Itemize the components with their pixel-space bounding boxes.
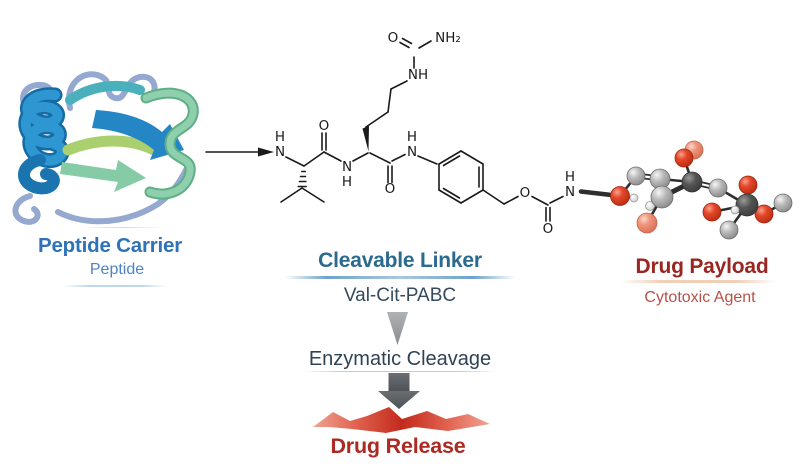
payload-underline xyxy=(620,280,777,283)
enzymatic-cleavage-label: Enzymatic Cleavage xyxy=(308,348,492,370)
atom-label: N xyxy=(565,184,575,200)
beta-strand-arrow xyxy=(60,160,146,192)
atom-label: O xyxy=(319,118,330,134)
loop-ribbon xyxy=(55,165,190,225)
beta-strand-arrow xyxy=(92,110,184,160)
linker-underline xyxy=(285,276,515,279)
divider-line xyxy=(80,227,165,228)
atom-label: O xyxy=(543,221,554,237)
atom-label: NH₂ xyxy=(435,30,461,46)
helix-ribbon xyxy=(18,154,60,195)
bold-wedge-bond xyxy=(362,126,369,152)
drug-payload-subtitle: Cytotoxic Agent xyxy=(644,289,756,306)
divider-line xyxy=(302,371,498,372)
molecule-atoms xyxy=(610,140,793,240)
atom-label: NH xyxy=(408,67,428,83)
loop-ribbon xyxy=(12,193,41,225)
atom-label: H xyxy=(342,174,352,190)
peptide-carrier-title: Peptide Carrier xyxy=(38,234,182,257)
peptide-carrier-subtitle: Peptide xyxy=(89,261,145,278)
atom-label: O xyxy=(385,181,396,197)
linker-chemistry-label: Val-Cit-PABC xyxy=(343,285,457,306)
strand-ribbon xyxy=(142,89,197,198)
drug-payload-title: Drug Payload xyxy=(635,255,769,278)
benzene-ring xyxy=(438,150,484,204)
cleavage-arrow-icon xyxy=(387,312,408,345)
atom-label: N xyxy=(275,144,285,160)
atom-label: N xyxy=(342,159,352,175)
atom-label: H xyxy=(565,169,575,185)
loop-ribbon xyxy=(66,71,158,111)
atom-label: O xyxy=(520,185,531,201)
divider-line xyxy=(63,285,167,287)
strand-ribbon xyxy=(65,80,145,105)
drug-molecule-graphic xyxy=(578,140,793,240)
reaction-arrow-icon xyxy=(205,147,274,157)
atom-label: O xyxy=(388,30,399,46)
release-arrow-icon xyxy=(378,373,420,409)
atom-label: H xyxy=(407,129,417,145)
atom-label: N xyxy=(407,144,417,160)
protein-ribbon-graphic xyxy=(12,71,199,225)
strand-ribbon xyxy=(62,135,160,156)
drug-release-label: Drug Release xyxy=(330,434,466,458)
cleavable-linker-title: Cleavable Linker xyxy=(318,249,482,272)
hash-wedge-bond xyxy=(297,170,307,188)
linker-structure-graphic: H N O N H O NH NH₂ O N H O O N H xyxy=(205,30,575,237)
atom-label: H xyxy=(275,129,285,145)
burst-icon xyxy=(313,407,490,433)
